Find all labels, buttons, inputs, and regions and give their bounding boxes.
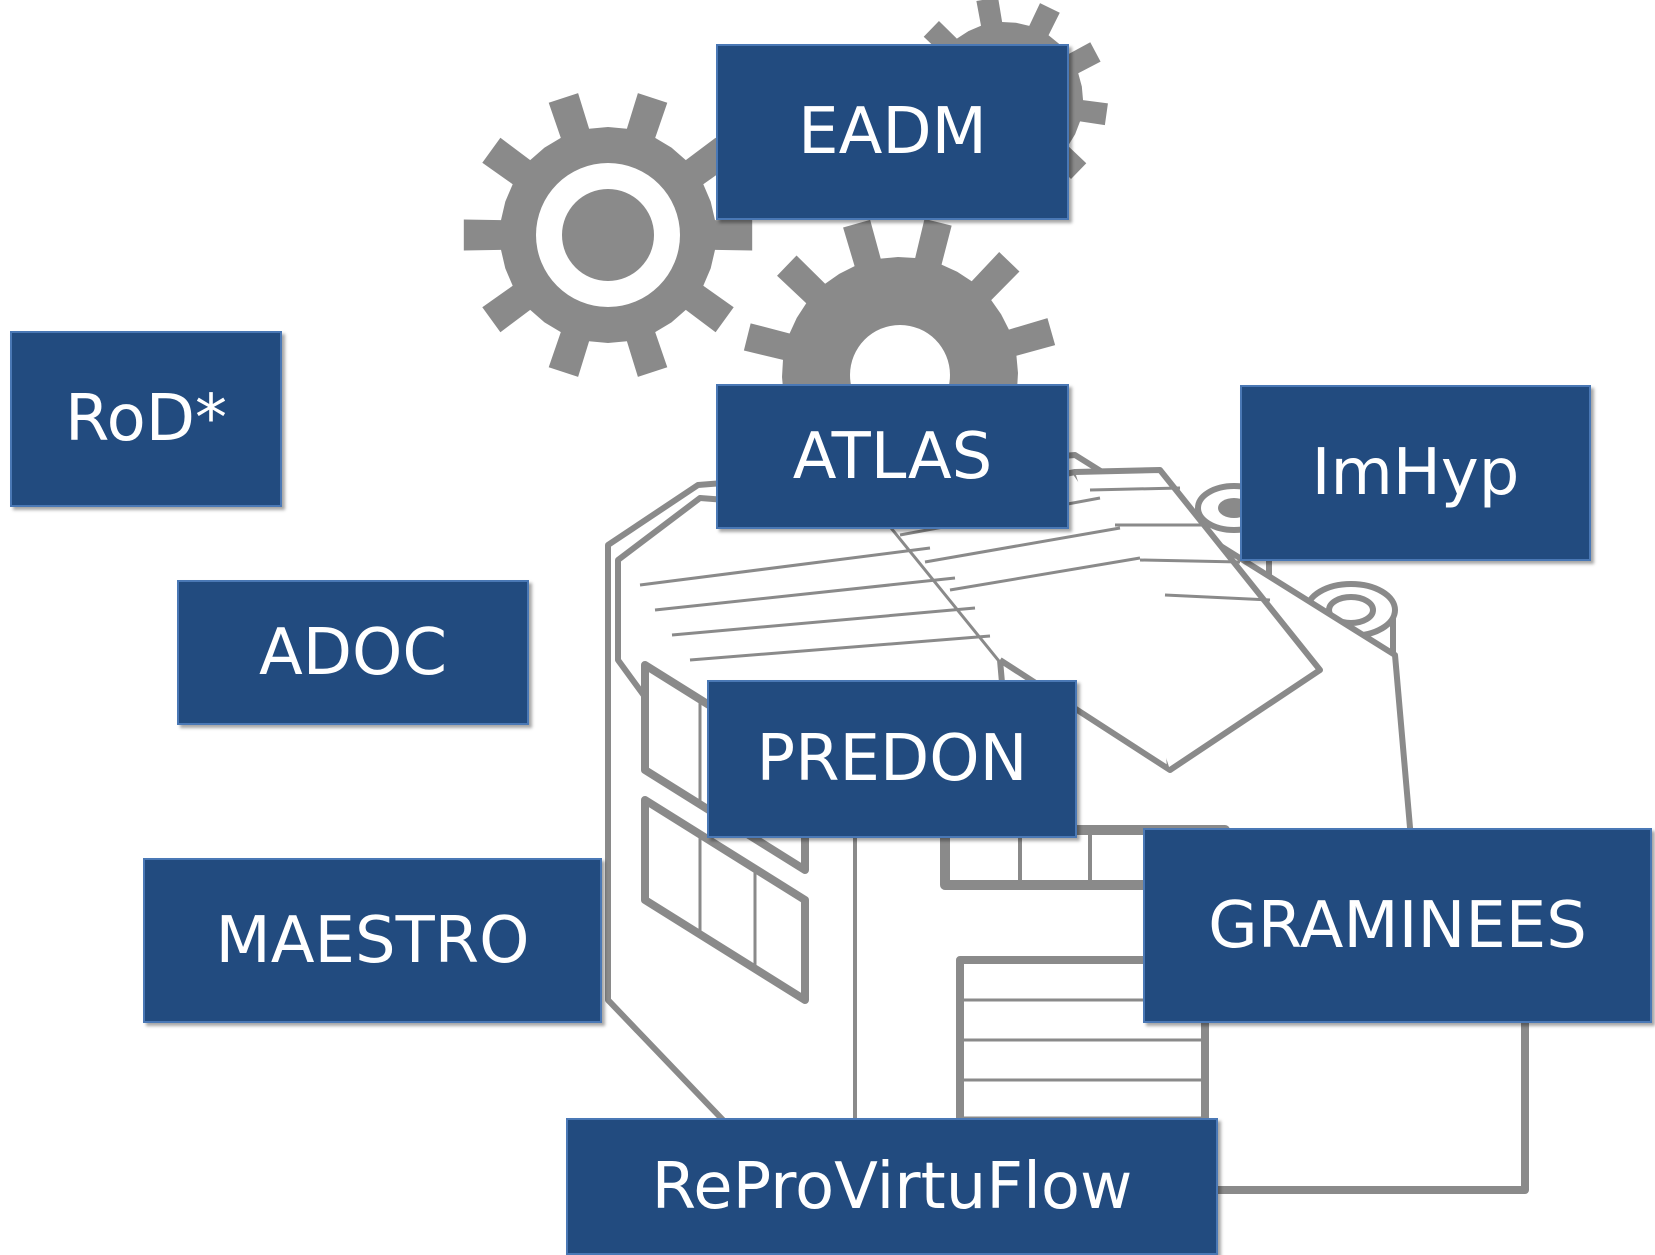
gear-icon xyxy=(463,93,753,377)
label-adoc: ADOC xyxy=(177,580,529,725)
label-atlas: ATLAS xyxy=(716,384,1069,529)
label-eadm: EADM xyxy=(716,44,1069,220)
label-reprovirtuflow: ReProVirtuFlow xyxy=(566,1118,1218,1255)
label-predon: PREDON xyxy=(707,680,1077,838)
label-imhyp: ImHyp xyxy=(1240,385,1591,561)
label-rod: RoD* xyxy=(10,331,282,507)
label-maestro: MAESTRO xyxy=(143,858,602,1023)
label-graminees: GRAMINEES xyxy=(1143,828,1652,1023)
